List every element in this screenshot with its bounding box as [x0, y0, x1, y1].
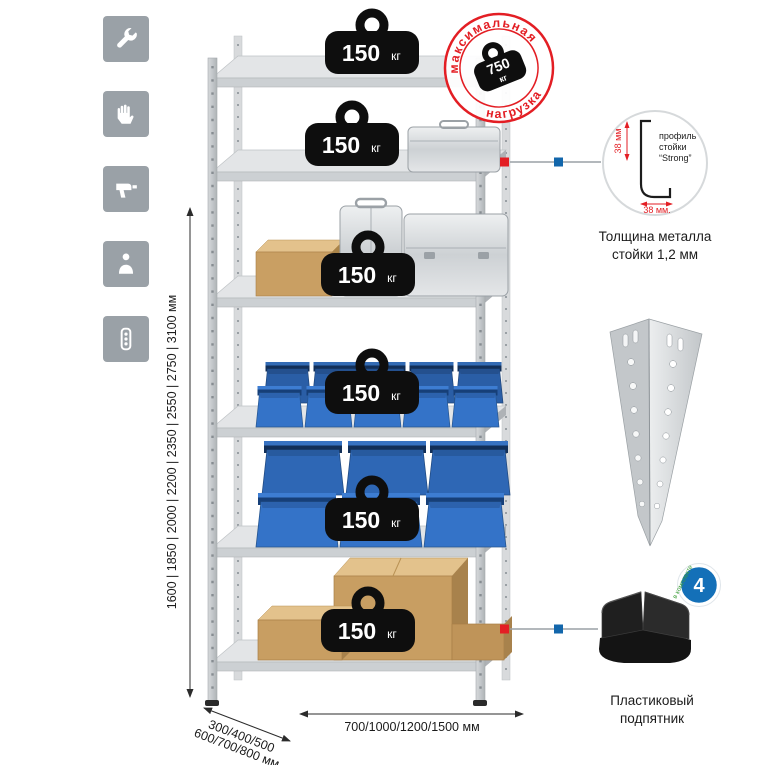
stamp-unit: кг [498, 72, 509, 84]
profile-label-line3: “Strong” [659, 153, 692, 163]
shelf-load-badge-5: 150 кг [325, 475, 419, 541]
person-icon [103, 241, 149, 287]
load-unit: кг [391, 49, 401, 63]
profile-callout-connector [500, 157, 601, 167]
max-load-stamp: максимальная нагрузка 750 кг [433, 1, 555, 129]
profile-caption: Толщина металла стойки 1,2 мм [570, 228, 740, 264]
included-badge: 4 в комплекте [672, 563, 721, 607]
profile-detail: 38 мм 38 мм. профиль стойки “Strong” [602, 110, 708, 216]
shelf-load-badge-2: 150 кг [305, 100, 399, 166]
drill-icon [103, 166, 149, 212]
foot-callout-connector [500, 624, 598, 634]
wrench-glyph [117, 28, 137, 48]
foot-caption-line1: Пластиковый [610, 693, 694, 708]
profile-dim-vertical: 38 мм [613, 129, 623, 154]
load-unit: кг [371, 141, 381, 155]
profile-label-line1: профиль [659, 131, 697, 141]
profile-label-line2: стойки [659, 142, 687, 152]
rack-back-uprights [233, 35, 511, 681]
glove-icon [103, 91, 149, 137]
socket-strip-glyph [120, 327, 132, 351]
red-marker [500, 624, 509, 634]
badge-value: 4 [693, 575, 705, 597]
width-dimension: 700/1000/1200/1500 мм [299, 710, 524, 734]
load-value: 150 [342, 380, 380, 406]
aluminum-case-shelf2 [407, 120, 501, 173]
load-value: 150 [342, 40, 380, 66]
profile-caption-line1: Толщина металла [598, 229, 712, 244]
drill-glyph [116, 183, 137, 198]
load-value: 150 [338, 618, 376, 644]
person-glyph [118, 253, 134, 274]
wrench-icon [103, 16, 149, 62]
load-unit: кг [391, 389, 401, 403]
height-dimension: 1600 | 1850 | 2000 | 2200 | 2350 | 2550 … [165, 207, 194, 698]
aluminum-case-large [403, 213, 509, 297]
red-marker [500, 157, 509, 167]
shelf-load-badge-3: 150 кг [321, 230, 415, 296]
blue-marker [554, 157, 563, 167]
profile-caption-line2: стойки 1,2 мм [611, 246, 699, 262]
load-unit: кг [387, 627, 397, 641]
load-unit: кг [391, 516, 401, 530]
load-unit: кг [387, 271, 397, 285]
plastic-foot-photo [599, 591, 691, 663]
profile-cross-section [639, 119, 672, 199]
load-value: 150 [322, 132, 360, 158]
upright-post-photo [609, 318, 703, 547]
shelf-load-badge-6: 150 кг [321, 586, 415, 652]
foot-caption-line2: подпятник [619, 710, 685, 726]
feature-icon-column [103, 16, 149, 362]
depth-dimension: 300/400/500 600/700/800 мм [192, 707, 291, 765]
shelf-load-badge-4: 150 кг [325, 348, 419, 414]
blue-marker [554, 624, 563, 634]
width-options-label: 700/1000/1200/1500 мм [344, 720, 479, 734]
load-value: 150 [342, 507, 380, 533]
glove-glyph [117, 104, 134, 124]
load-value: 150 [338, 262, 376, 288]
height-options-label: 1600 | 1850 | 2000 | 2200 | 2350 | 2550 … [165, 295, 179, 609]
shelf-load-badge-1: 150 кг [325, 8, 419, 74]
foot-caption: Пластиковый подпятник [567, 692, 737, 728]
socket-strip-icon [103, 316, 149, 362]
profile-dim-horizontal: 38 мм. [643, 205, 670, 215]
